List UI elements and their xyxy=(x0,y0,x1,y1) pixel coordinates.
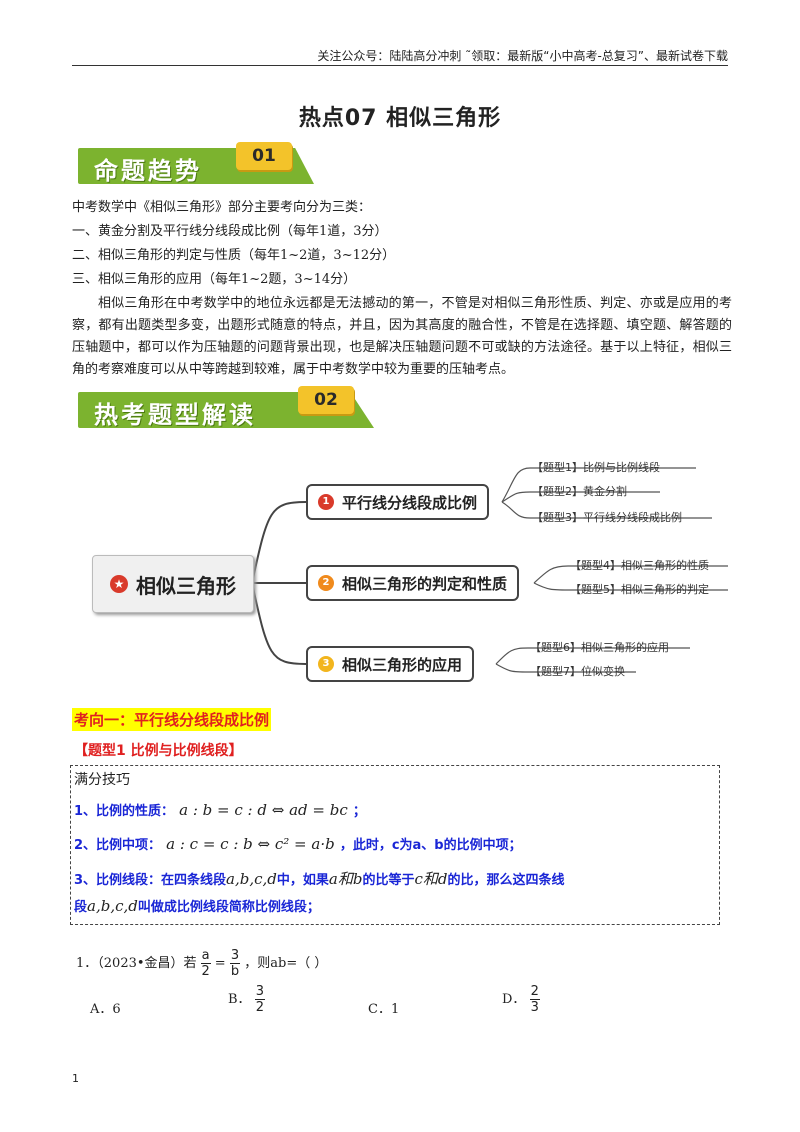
skill-tail: ； xyxy=(352,804,366,819)
banner-number: 02 xyxy=(298,386,354,414)
fraction-denominator: 3 xyxy=(530,1000,539,1015)
skill-line-1: 1、比例的性质： a : b = c : d ⇔ ad = bc ； xyxy=(74,800,366,819)
section-banner-types: 热考题型解读 02 xyxy=(78,386,378,429)
fraction-3-over-b: 3 b xyxy=(229,948,241,979)
option-label: A．6 xyxy=(90,1002,121,1017)
branch-number-badge: 1 xyxy=(318,494,334,510)
trend-item-2: 二、相似三角形的判定与性质（每年1~2道，3~12分） xyxy=(72,248,396,263)
branch-label: 平行线分线段成比例 xyxy=(342,493,478,512)
mindmap-leaf: 【题型5】相似三角形的判定 xyxy=(570,583,709,596)
mindmap-leaf: 【题型2】黄金分割 xyxy=(532,485,627,498)
branch-label: 相似三角形的应用 xyxy=(342,655,463,674)
skill-label: 2、比例中项： xyxy=(74,838,162,853)
type-heading: 【题型1 比例与比例线段】 xyxy=(74,743,243,759)
equals-sign: = xyxy=(214,956,226,971)
option-label: C．1 xyxy=(368,1002,400,1017)
mindmap-root: ★ 相似三角形 xyxy=(92,555,254,613)
skill-tail: ，此时，c为a、b的比例中项； xyxy=(339,838,522,853)
mindmap-root-label: 相似三角形 xyxy=(136,573,236,598)
skill-text: 的比，那么这四条线 xyxy=(447,873,565,888)
banner-label: 命题趋势 xyxy=(94,157,202,185)
skill-text: 段 xyxy=(74,900,88,915)
question-prefix: 1．（2023•金昌）若 xyxy=(76,956,197,971)
branch-number-badge: 2 xyxy=(318,575,334,591)
skill-formula: a : b = c : d ⇔ ad = bc xyxy=(179,801,348,819)
trend-item-3: 三、相似三角形的应用（每年1~2题，3~14分） xyxy=(72,272,357,287)
fraction-numerator: 2 xyxy=(529,984,540,1000)
skill-line-3b: 段a,b,c,d叫做成比例线段简称比例线段； xyxy=(74,896,320,915)
option-c: C．1 xyxy=(368,998,399,1017)
direction-heading: 考向一：平行线分线段成比例 xyxy=(72,708,272,731)
fraction-denominator: 2 xyxy=(255,1000,264,1015)
mindmap-branch-2: 2 相似三角形的判定和性质 xyxy=(306,565,520,601)
header-divider xyxy=(72,65,728,66)
branch-label: 相似三角形的判定和性质 xyxy=(342,574,508,593)
skill-text: 中，如果 xyxy=(276,873,329,888)
star-badge-icon: ★ xyxy=(110,575,128,593)
option-b: B． 3 2 xyxy=(228,984,265,1015)
fraction-numerator: 3 xyxy=(254,984,265,1000)
skill-line-3: 3、比例线段：在四条线段a,b,c,d中，如果a和b的比等于c和d的比，那么这四… xyxy=(74,868,565,889)
fraction-denominator: 2 xyxy=(201,964,210,979)
mindmap-leaf: 【题型6】相似三角形的应用 xyxy=(530,641,669,654)
option-label: D． xyxy=(502,992,526,1007)
page-header-text: 关注公众号：陆陆高分冲刺 ˜领取：最新版“小中高考-总复习”、最新试卷下载 xyxy=(317,49,728,63)
branch-number-badge: 3 xyxy=(318,656,334,672)
skill-formula: a,b,c,d xyxy=(87,897,138,915)
section-banner-trend: 命题趋势 01 xyxy=(78,142,318,185)
mindmap-branch-3: 3 相似三角形的应用 xyxy=(306,646,475,682)
page-title: 热点07 相似三角形 xyxy=(298,106,502,131)
option-fraction: 3 2 xyxy=(254,984,265,1015)
banner-label: 热考题型解读 xyxy=(94,401,256,429)
fraction-numerator: a xyxy=(200,948,211,964)
option-a: A．6 xyxy=(90,998,121,1017)
skill-formula: a,b,c,d xyxy=(226,870,277,888)
skill-text: 叫做成比例线段简称比例线段； xyxy=(137,900,320,915)
skill-formula: c和d xyxy=(414,870,448,888)
skills-heading: 满分技巧 xyxy=(74,772,130,788)
skill-text: 3、比例线段：在四条线段 xyxy=(74,873,227,888)
mindmap-branch-1: 1 平行线分线段成比例 xyxy=(306,484,490,520)
fraction-denominator: b xyxy=(230,964,240,979)
mindmap-leaf: 【题型3】平行线分线段成比例 xyxy=(532,511,682,524)
option-fraction: 2 3 xyxy=(529,984,540,1015)
page-number: 1 xyxy=(72,1072,79,1085)
question-suffix: ，则ab=（ ） xyxy=(244,956,328,971)
question-1: 1．（2023•金昌）若 a 2 = 3 b ，则ab=（ ） xyxy=(76,948,327,979)
mindmap-leaf: 【题型1】比例与比例线段 xyxy=(532,461,660,474)
skill-label: 1、比例的性质： xyxy=(74,804,175,819)
skills-box xyxy=(70,765,720,925)
fraction-numerator: 3 xyxy=(229,948,241,964)
skill-formula: a : c = c : b ⇔ c² = a·b xyxy=(166,835,335,853)
skill-line-2: 2、比例中项： a : c = c : b ⇔ c² = a·b ，此时，c为a… xyxy=(74,834,522,853)
mindmap-leaf: 【题型4】相似三角形的性质 xyxy=(570,559,709,572)
mindmap-connectors xyxy=(251,467,728,673)
trend-item-1: 一、黄金分割及平行线分线段成比例（每年1道，3分） xyxy=(72,224,388,239)
trend-paragraph: 相似三角形在中考数学中的地位永远都是无法撼动的第一，不管是对相似三角形性质、判定… xyxy=(72,296,732,377)
skill-formula: a和b xyxy=(328,870,363,888)
mindmap-leaf: 【题型7】位似变换 xyxy=(530,665,625,678)
option-d: D． 2 3 xyxy=(502,984,540,1015)
option-label: B． xyxy=(228,992,251,1007)
skill-text: 的比等于 xyxy=(362,873,415,888)
trend-intro: 中考数学中《相似三角形》部分主要考向分为三类： xyxy=(72,200,372,215)
banner-number: 01 xyxy=(236,142,292,170)
fraction-a-over-2: a 2 xyxy=(200,948,211,979)
